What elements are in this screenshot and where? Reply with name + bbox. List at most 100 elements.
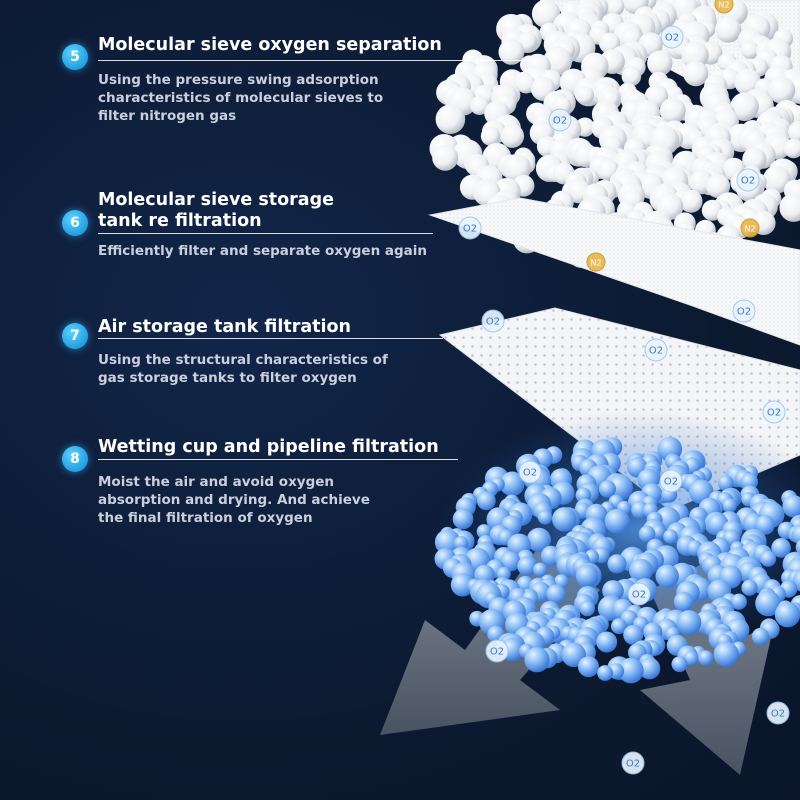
water-droplet — [760, 550, 777, 567]
step-description-line: Efficiently filter and separate oxygen a… — [98, 243, 428, 259]
water-droplet — [537, 510, 553, 525]
sieve-ball — [787, 122, 800, 143]
step-number-badge: 7 — [62, 323, 88, 349]
sieve-ball — [706, 174, 731, 199]
leader-line-6 — [98, 233, 433, 234]
sieve-ball — [498, 39, 525, 65]
sieve-ball — [740, 40, 759, 59]
water-droplet — [795, 539, 800, 556]
sieve-ball — [659, 97, 686, 124]
water-droplet — [623, 624, 644, 645]
water-droplet — [579, 600, 595, 617]
oxygen-molecule-icon: O2 — [660, 25, 684, 49]
water-droplet — [575, 564, 599, 588]
water-droplet — [791, 524, 800, 546]
water-droplet — [722, 498, 737, 513]
leader-line-7 — [98, 338, 443, 339]
step-description-line: absorption and drying. And achieve — [98, 492, 370, 508]
sieve-ball — [605, 0, 625, 16]
svg-text:N2: N2 — [744, 225, 755, 234]
svg-text:O2: O2 — [741, 176, 755, 187]
sieve-ball — [783, 138, 800, 159]
oxygen-molecule-icon: O2 — [659, 469, 683, 493]
oxygen-molecule-icon: O2 — [627, 582, 651, 606]
water-droplet — [578, 656, 599, 678]
water-droplet — [755, 590, 781, 617]
svg-text:O2: O2 — [553, 116, 567, 127]
water-droplet — [713, 641, 739, 667]
leader-line-5 — [98, 60, 528, 61]
nitrogen-molecule-icon: N2 — [586, 252, 606, 272]
oxygen-molecule-icon: O2 — [548, 108, 572, 132]
water-droplet — [476, 524, 492, 539]
svg-text:O2: O2 — [490, 647, 504, 658]
water-droplet — [751, 627, 770, 646]
sieve-ball — [768, 76, 796, 104]
oxygen-molecule-icon: O2 — [766, 701, 790, 725]
sieve-ball — [432, 144, 459, 171]
sieve-ball — [516, 74, 536, 94]
sieve-ball — [730, 92, 759, 121]
water-droplet — [524, 647, 550, 673]
water-droplet — [500, 551, 521, 572]
sieve-ball — [762, 165, 791, 194]
water-droplet — [698, 650, 714, 666]
oxygen-molecule-icon: O2 — [481, 309, 505, 333]
water-droplet — [533, 562, 548, 577]
sieve-ball — [715, 16, 742, 43]
svg-text:N2: N2 — [718, 1, 729, 10]
water-droplet — [671, 656, 688, 673]
water-droplet — [611, 618, 627, 635]
step-title: Air storage tank filtration — [98, 317, 351, 337]
water-droplet — [774, 601, 800, 628]
step-description-line: Moist the air and avoid oxygen — [98, 474, 335, 490]
oxygen-molecule-icon: O2 — [458, 216, 482, 240]
step-description-line: gas storage tanks to filter oxygen — [98, 370, 357, 386]
svg-text:O2: O2 — [737, 307, 751, 318]
water-droplet — [517, 556, 537, 576]
svg-text:O2: O2 — [664, 477, 678, 488]
oxygen-molecule-icon: O2 — [644, 338, 668, 362]
water-droplet — [450, 573, 475, 597]
water-droplet — [476, 491, 496, 511]
water-droplet — [755, 515, 775, 535]
water-droplet — [683, 650, 699, 666]
water-droplet — [676, 610, 702, 635]
sieve-ball — [531, 0, 561, 28]
water-droplet — [618, 657, 644, 684]
water-droplet — [638, 657, 661, 680]
oxygen-molecule-icon: O2 — [621, 751, 645, 775]
water-droplet — [688, 479, 714, 505]
wetting-water-droplets — [434, 436, 800, 684]
water-droplet — [663, 529, 678, 544]
water-droplet — [607, 554, 627, 574]
svg-text:O2: O2 — [523, 468, 537, 479]
svg-text:O2: O2 — [463, 224, 477, 235]
oxygen-molecule-icon: O2 — [762, 400, 786, 424]
svg-text:O2: O2 — [649, 346, 663, 357]
water-droplet — [771, 538, 791, 558]
svg-text:O2: O2 — [486, 317, 500, 328]
water-droplet — [526, 527, 552, 552]
step-title: Molecular sieve oxygen separation — [98, 35, 442, 55]
sieve-ball — [795, 85, 800, 102]
oxygen-molecule-icon: O2 — [485, 639, 509, 663]
sieve-ball — [742, 147, 767, 172]
step-title-line: tank re filtration — [98, 211, 262, 231]
water-droplet — [673, 591, 694, 612]
svg-text:O2: O2 — [665, 33, 679, 44]
water-droplet — [740, 473, 758, 491]
water-droplet — [638, 525, 656, 543]
oxygen-molecule-icon: O2 — [518, 460, 542, 484]
middle-mesh-sheet — [428, 197, 800, 346]
sieve-ball — [647, 50, 673, 76]
sieve-ball — [779, 193, 800, 222]
nitrogen-molecule-icon: N2 — [740, 218, 760, 238]
step-number-badge: 5 — [62, 44, 88, 70]
water-droplet — [452, 508, 474, 530]
water-droplet — [499, 471, 525, 497]
step-description-line: Using the structural characteristics of — [98, 352, 388, 368]
sieve-ball — [621, 66, 642, 87]
